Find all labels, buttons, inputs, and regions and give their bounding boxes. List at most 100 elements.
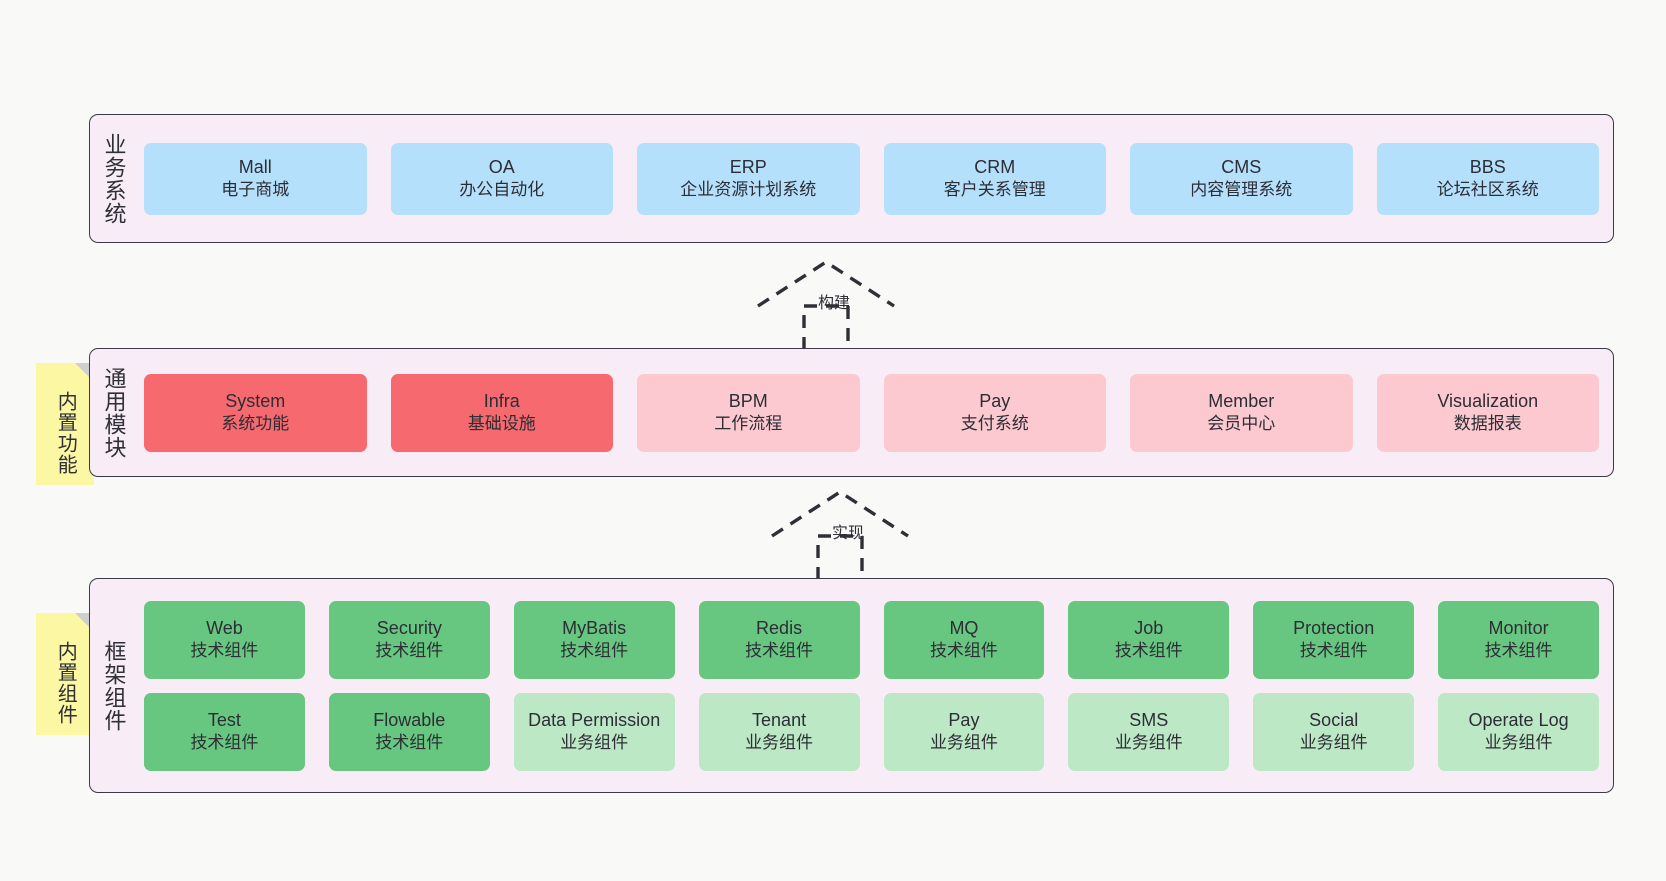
card-visualization[interactable]: Visualization 数据报表: [1376, 373, 1599, 452]
card-title: Member: [1208, 391, 1275, 412]
card-title: Tenant: [752, 710, 807, 731]
card-subtitle: 业务组件: [929, 733, 998, 753]
card-subtitle: 业务组件: [1484, 733, 1553, 753]
card-subtitle: 业务组件: [1114, 733, 1183, 753]
card-monitor[interactable]: Monitor 技术组件: [1438, 600, 1599, 679]
common-card-row: System 系统功能 Infra 基础设施 BPM 工作流程 Pay 支付系统…: [144, 373, 1599, 452]
card-subtitle: 客户关系管理: [943, 180, 1046, 200]
connector-label-build: 构建: [818, 295, 851, 312]
card-operate-log[interactable]: Operate Log 业务组件: [1438, 692, 1599, 771]
card-security[interactable]: Security 技术组件: [328, 600, 490, 679]
card-infra[interactable]: Infra 基础设施: [390, 373, 613, 452]
card-mq[interactable]: MQ 技术组件: [883, 600, 1045, 679]
framework-tech-row: Web 技术组件 Security 技术组件 MyBatis 技术组件 Redi…: [144, 600, 1599, 679]
card-mall[interactable]: Mall 电子商城: [144, 142, 367, 215]
card-title: SMS: [1129, 710, 1169, 731]
card-title: Security: [376, 618, 442, 639]
card-title: Visualization: [1437, 391, 1539, 412]
card-tenant[interactable]: Tenant 业务组件: [698, 692, 860, 771]
card-redis[interactable]: Redis 技术组件: [698, 600, 860, 679]
card-subtitle: 论坛社区系统: [1436, 180, 1539, 200]
card-oa[interactable]: OA 办公自动化: [390, 142, 613, 215]
layer-title-common: 通用模块: [101, 366, 127, 459]
framework-business-row: Test 技术组件 Flowable 技术组件 Data Permission …: [144, 692, 1599, 771]
card-title: OA: [488, 157, 515, 178]
card-title: Operate Log: [1468, 710, 1569, 731]
card-title: MQ: [949, 618, 979, 639]
card-subtitle: 支付系统: [960, 414, 1029, 434]
card-title: Redis: [756, 618, 803, 639]
connector-build: 构建: [756, 258, 936, 352]
layer-common-modules: 通用模块 System 系统功能 Infra 基础设施 BPM 工作流程 Pay…: [89, 348, 1614, 477]
card-subtitle: 技术组件: [375, 641, 444, 661]
note-builtin-function: 内置功能: [36, 363, 94, 485]
card-data-permission[interactable]: Data Permission 业务组件: [513, 692, 675, 771]
card-title: BBS: [1469, 157, 1506, 178]
card-social[interactable]: Social 业务组件: [1253, 692, 1415, 771]
card-title: System: [225, 391, 286, 412]
card-bbs[interactable]: BBS 论坛社区系统: [1376, 142, 1599, 215]
card-sms[interactable]: SMS 业务组件: [1068, 692, 1230, 771]
card-subtitle: 电子商城: [221, 180, 290, 200]
card-mybatis[interactable]: MyBatis 技术组件: [513, 600, 675, 679]
card-system[interactable]: System 系统功能: [144, 373, 367, 452]
card-protection[interactable]: Protection 技术组件: [1253, 600, 1415, 679]
connector-label-implement: 实现: [832, 525, 865, 542]
card-test[interactable]: Test 技术组件: [144, 692, 305, 771]
card-erp[interactable]: ERP 企业资源计划系统: [637, 142, 860, 215]
layer-business-systems: 业务系统 Mall 电子商城 OA 办公自动化 ERP 企业资源计划系统 CRM…: [89, 114, 1614, 243]
card-subtitle: 技术组件: [1114, 641, 1183, 661]
card-title: Monitor: [1488, 618, 1549, 639]
card-title: Web: [206, 618, 243, 639]
card-title: BPM: [728, 391, 768, 412]
card-subtitle: 技术组件: [745, 641, 814, 661]
card-subtitle: 技术组件: [1484, 641, 1553, 661]
card-subtitle: 技术组件: [929, 641, 998, 661]
layer-body-framework: Web 技术组件 Security 技术组件 MyBatis 技术组件 Redi…: [136, 579, 1613, 792]
card-bpm[interactable]: BPM 工作流程: [637, 373, 860, 452]
card-member[interactable]: Member 会员中心: [1130, 373, 1353, 452]
layer-title-business: 业务系统: [101, 132, 127, 225]
card-title: ERP: [729, 157, 767, 178]
card-subtitle: 企业资源计划系统: [680, 180, 817, 200]
card-flowable[interactable]: Flowable 技术组件: [328, 692, 490, 771]
card-subtitle: 技术组件: [190, 733, 259, 753]
card-subtitle: 技术组件: [375, 733, 444, 753]
card-subtitle: 技术组件: [190, 641, 259, 661]
card-pay-component[interactable]: Pay 业务组件: [883, 692, 1045, 771]
card-subtitle: 内容管理系统: [1190, 180, 1293, 200]
card-title: MyBatis: [562, 618, 627, 639]
card-pay[interactable]: Pay 支付系统: [883, 373, 1106, 452]
card-subtitle: 系统功能: [221, 414, 290, 434]
note-builtin-component: 内置组件: [36, 613, 94, 735]
card-cms[interactable]: CMS 内容管理系统: [1130, 142, 1353, 215]
card-title: Pay: [948, 710, 980, 731]
card-subtitle: 数据报表: [1453, 414, 1522, 434]
card-job[interactable]: Job 技术组件: [1068, 600, 1230, 679]
layer-body-common: System 系统功能 Infra 基础设施 BPM 工作流程 Pay 支付系统…: [136, 349, 1613, 476]
card-title: Infra: [483, 391, 520, 412]
card-subtitle: 工作流程: [714, 414, 783, 434]
card-title: Protection: [1293, 618, 1375, 639]
card-web[interactable]: Web 技术组件: [144, 600, 305, 679]
card-title: CMS: [1221, 157, 1262, 178]
connector-implement: 实现: [770, 488, 950, 582]
card-subtitle: 业务组件: [1299, 733, 1368, 753]
card-title: Flowable: [373, 710, 446, 731]
card-subtitle: 基础设施: [467, 414, 536, 434]
card-crm[interactable]: CRM 客户关系管理: [883, 142, 1106, 215]
card-subtitle: 业务组件: [745, 733, 814, 753]
note-label: 内置功能: [54, 391, 77, 475]
layer-framework-components: 框架组件 Web 技术组件 Security 技术组件 MyBatis 技术组件…: [89, 578, 1614, 793]
note-label: 内置组件: [54, 641, 77, 725]
card-subtitle: 会员中心: [1207, 414, 1276, 434]
card-subtitle: 业务组件: [560, 733, 629, 753]
card-title: CRM: [974, 157, 1016, 178]
card-title: Social: [1309, 710, 1359, 731]
card-title: Mall: [238, 157, 272, 178]
layer-title-framework: 框架组件: [101, 639, 127, 732]
business-card-row: Mall 电子商城 OA 办公自动化 ERP 企业资源计划系统 CRM 客户关系…: [144, 142, 1599, 215]
card-title: Data Permission: [528, 710, 661, 731]
card-subtitle: 技术组件: [560, 641, 629, 661]
